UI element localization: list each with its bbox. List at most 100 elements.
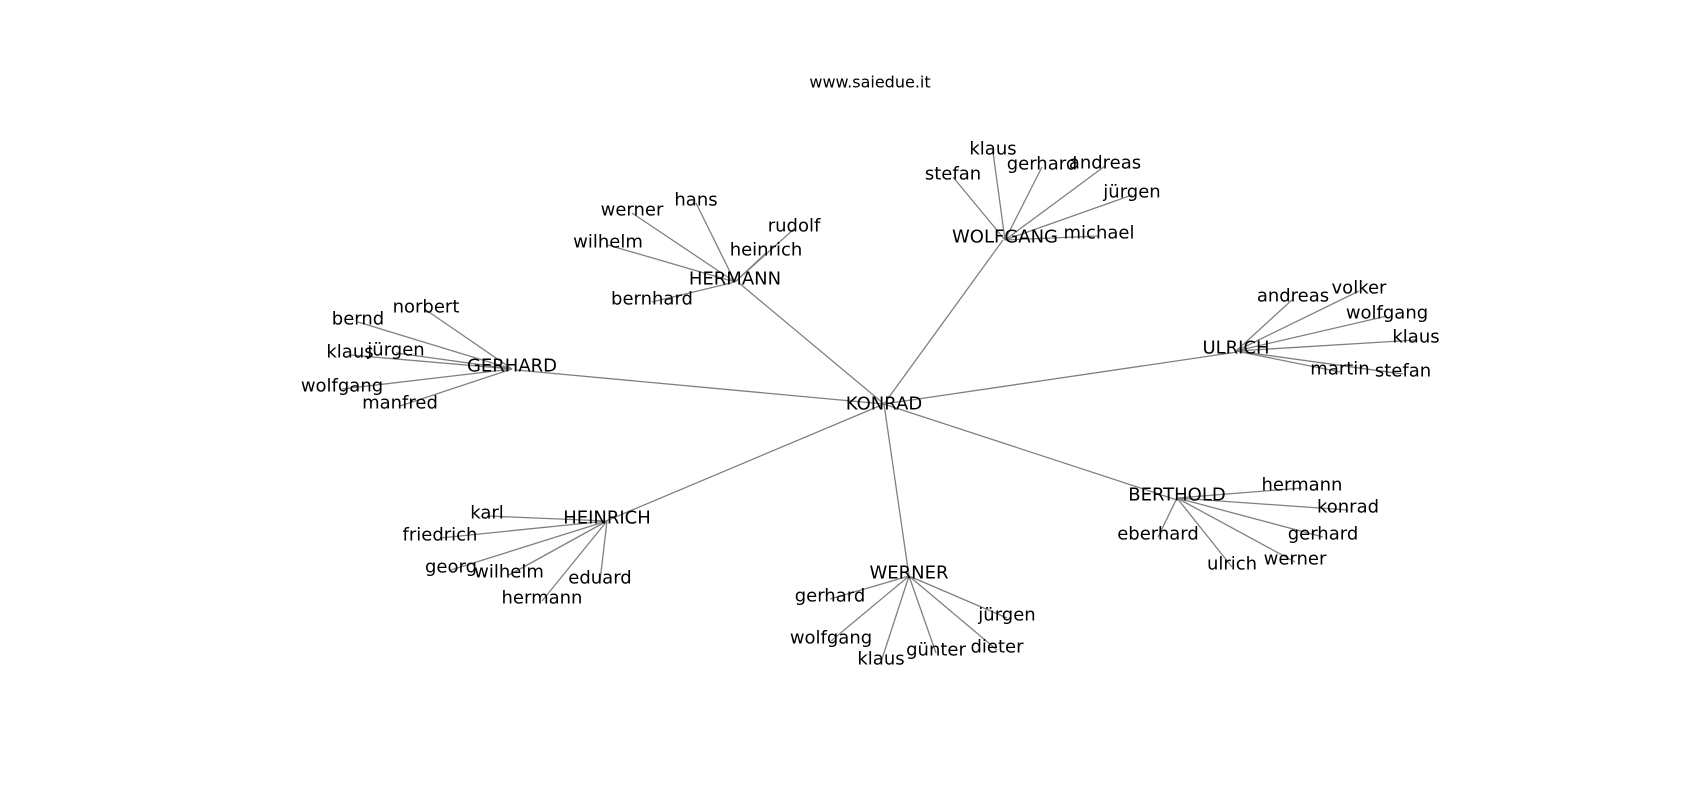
edge-berthold-hermann: [1176, 487, 1303, 499]
edge-heinrich-friedrich: [439, 520, 608, 539]
edge-werner-klaus: [880, 575, 910, 663]
group-node-gerhard: GERHARD: [467, 356, 557, 377]
edge-berthold-eberhard: [1157, 497, 1178, 538]
edge-gerhard-wolfgang: [341, 368, 513, 390]
edge-konrad-wolfgang: [883, 239, 1004, 405]
leaf-node-heinrich-eduard: eduard: [568, 568, 631, 589]
edge-hermann-hans: [695, 202, 736, 283]
group-node-werner: WERNER: [869, 563, 948, 584]
root-node-label: KONRAD: [846, 394, 922, 415]
group-node-wolfgang: WOLFGANG: [952, 227, 1058, 248]
leaf-node-werner-gerhard: gerhard: [795, 586, 866, 607]
leaf-node-heinrich-wilhelm: wilhelm: [474, 562, 544, 583]
edge-gerhard-juergen: [395, 352, 513, 370]
edge-werner-juergen: [908, 575, 1008, 619]
label-layer: KONRAD HERMANN werner hans rudolf wilhelm hein…: [301, 139, 1440, 670]
edge-werner-wolfgang: [830, 575, 910, 642]
leaf-node-berthold-werner: werner: [1264, 549, 1327, 570]
leaf-node-werner-dieter: dieter: [970, 637, 1024, 658]
edge-wolfgang-stefan: [952, 176, 1006, 241]
edge-ulrich-martin: [1235, 350, 1341, 373]
leaf-node-hermann-bernhard: bernhard: [611, 289, 693, 310]
edge-heinrich-karl: [486, 515, 608, 522]
diagram-title: www.saiedue.it: [809, 73, 930, 92]
leaf-node-ulrich-martin: martin: [1310, 359, 1369, 380]
leaf-node-wolfgang-juergen: jürgen: [1102, 182, 1160, 203]
leaf-node-wolfgang-gerhard: gerhard: [1007, 154, 1078, 175]
leaf-node-berthold-hermann: hermann: [1262, 475, 1343, 496]
edge-wolfgang-juergen: [1004, 194, 1133, 241]
edge-konrad-hermann: [738, 282, 885, 405]
leaf-node-heinrich-friedrich: friedrich: [403, 525, 478, 546]
edge-berthold-ulrich: [1176, 497, 1233, 568]
edge-hermann-werner: [631, 212, 736, 283]
leaf-node-gerhard-klaus: klaus: [326, 342, 373, 363]
leaf-node-hermann-rudolf: rudolf: [768, 216, 821, 237]
edge-konrad-werner: [883, 403, 910, 577]
leaf-node-berthold-konrad: konrad: [1317, 497, 1379, 518]
edge-berthold-gerhard: [1176, 497, 1324, 538]
edge-konrad-berthold: [883, 403, 1178, 501]
edge-konrad-gerhard: [515, 369, 885, 405]
edge-gerhard-klaus: [349, 354, 513, 370]
leaf-node-gerhard-bernd: bernd: [332, 309, 384, 330]
edge-werner-dieter: [908, 575, 998, 651]
leaf-node-heinrich-georg: georg: [425, 557, 477, 578]
edge-gerhard-norbert: [425, 309, 513, 370]
edge-wolfgang-michael: [1004, 235, 1100, 241]
leaf-node-ulrich-volker: volker: [1332, 278, 1388, 299]
leaf-node-hermann-wilhelm: wilhelm: [573, 232, 643, 253]
edge-gerhard-manfred: [399, 368, 513, 407]
leaf-node-ulrich-wolfgang: wolfgang: [1346, 303, 1428, 324]
leaf-node-wolfgang-andreas: andreas: [1069, 153, 1141, 174]
leaf-node-gerhard-juergen: jürgen: [366, 340, 424, 361]
leaf-node-hermann-werner: werner: [601, 200, 664, 221]
leaf-node-ulrich-andreas: andreas: [1257, 286, 1329, 307]
leaf-node-werner-juergen: jürgen: [977, 605, 1035, 626]
edge-wolfgang-klaus: [992, 151, 1006, 241]
group-node-hermann: HERMANN: [689, 269, 781, 290]
edge-werner-guenter: [908, 575, 937, 654]
leaf-node-ulrich-stefan: stefan: [1375, 361, 1431, 382]
group-node-heinrich: HEINRICH: [563, 508, 651, 529]
edge-konrad-ulrich: [883, 351, 1238, 405]
leaf-node-berthold-gerhard: gerhard: [1288, 524, 1359, 545]
edge-heinrich-wilhelm: [508, 520, 608, 576]
edge-ulrich-stefan: [1235, 350, 1404, 375]
leaf-node-berthold-ulrich: ulrich: [1207, 554, 1257, 575]
edge-heinrich-georg: [450, 520, 608, 571]
edge-gerhard-bernd: [357, 321, 513, 370]
edge-hermann-wilhelm: [607, 244, 736, 283]
leaf-node-werner-guenter: günter: [906, 640, 966, 661]
leaf-node-wolfgang-klaus: klaus: [969, 139, 1016, 160]
leaf-node-werner-wolfgang: wolfgang: [790, 628, 872, 649]
edge-ulrich-andreas: [1235, 298, 1294, 352]
leaf-node-wolfgang-michael: michael: [1064, 223, 1135, 244]
leaf-node-berthold-eberhard: eberhard: [1117, 524, 1199, 545]
leaf-node-heinrich-hermann: hermann: [502, 588, 583, 609]
leaf-node-hermann-heinrich: heinrich: [730, 240, 803, 261]
leaf-node-wolfgang-stefan: stefan: [925, 164, 981, 185]
edge-ulrich-volker: [1235, 290, 1360, 352]
edge-layer: [341, 151, 1417, 663]
group-node-berthold: BERTHOLD: [1128, 485, 1226, 506]
edge-ulrich-wolfgang: [1235, 315, 1388, 352]
edge-ulrich-klaus: [1235, 339, 1417, 352]
edge-wolfgang-andreas: [1004, 165, 1106, 241]
edge-berthold-konrad: [1176, 497, 1349, 511]
edge-werner-gerhard: [829, 575, 910, 600]
edge-konrad-heinrich: [605, 403, 885, 522]
edge-heinrich-hermann: [541, 520, 608, 602]
edge-heinrich-eduard: [599, 520, 608, 582]
edge-hermann-bernhard: [651, 281, 736, 303]
edge-wolfgang-gerhard: [1004, 166, 1043, 241]
group-node-ulrich: ULRICH: [1202, 338, 1269, 359]
edge-hermann-heinrich: [734, 252, 767, 283]
edge-berthold-werner: [1176, 497, 1296, 563]
leaf-node-gerhard-manfred: manfred: [362, 393, 438, 414]
leaf-node-heinrich-karl: karl: [470, 503, 504, 524]
leaf-node-hermann-hans: hans: [674, 190, 717, 211]
leaf-node-gerhard-wolfgang: wolfgang: [301, 376, 383, 397]
leaf-node-gerhard-norbert: norbert: [393, 297, 460, 318]
